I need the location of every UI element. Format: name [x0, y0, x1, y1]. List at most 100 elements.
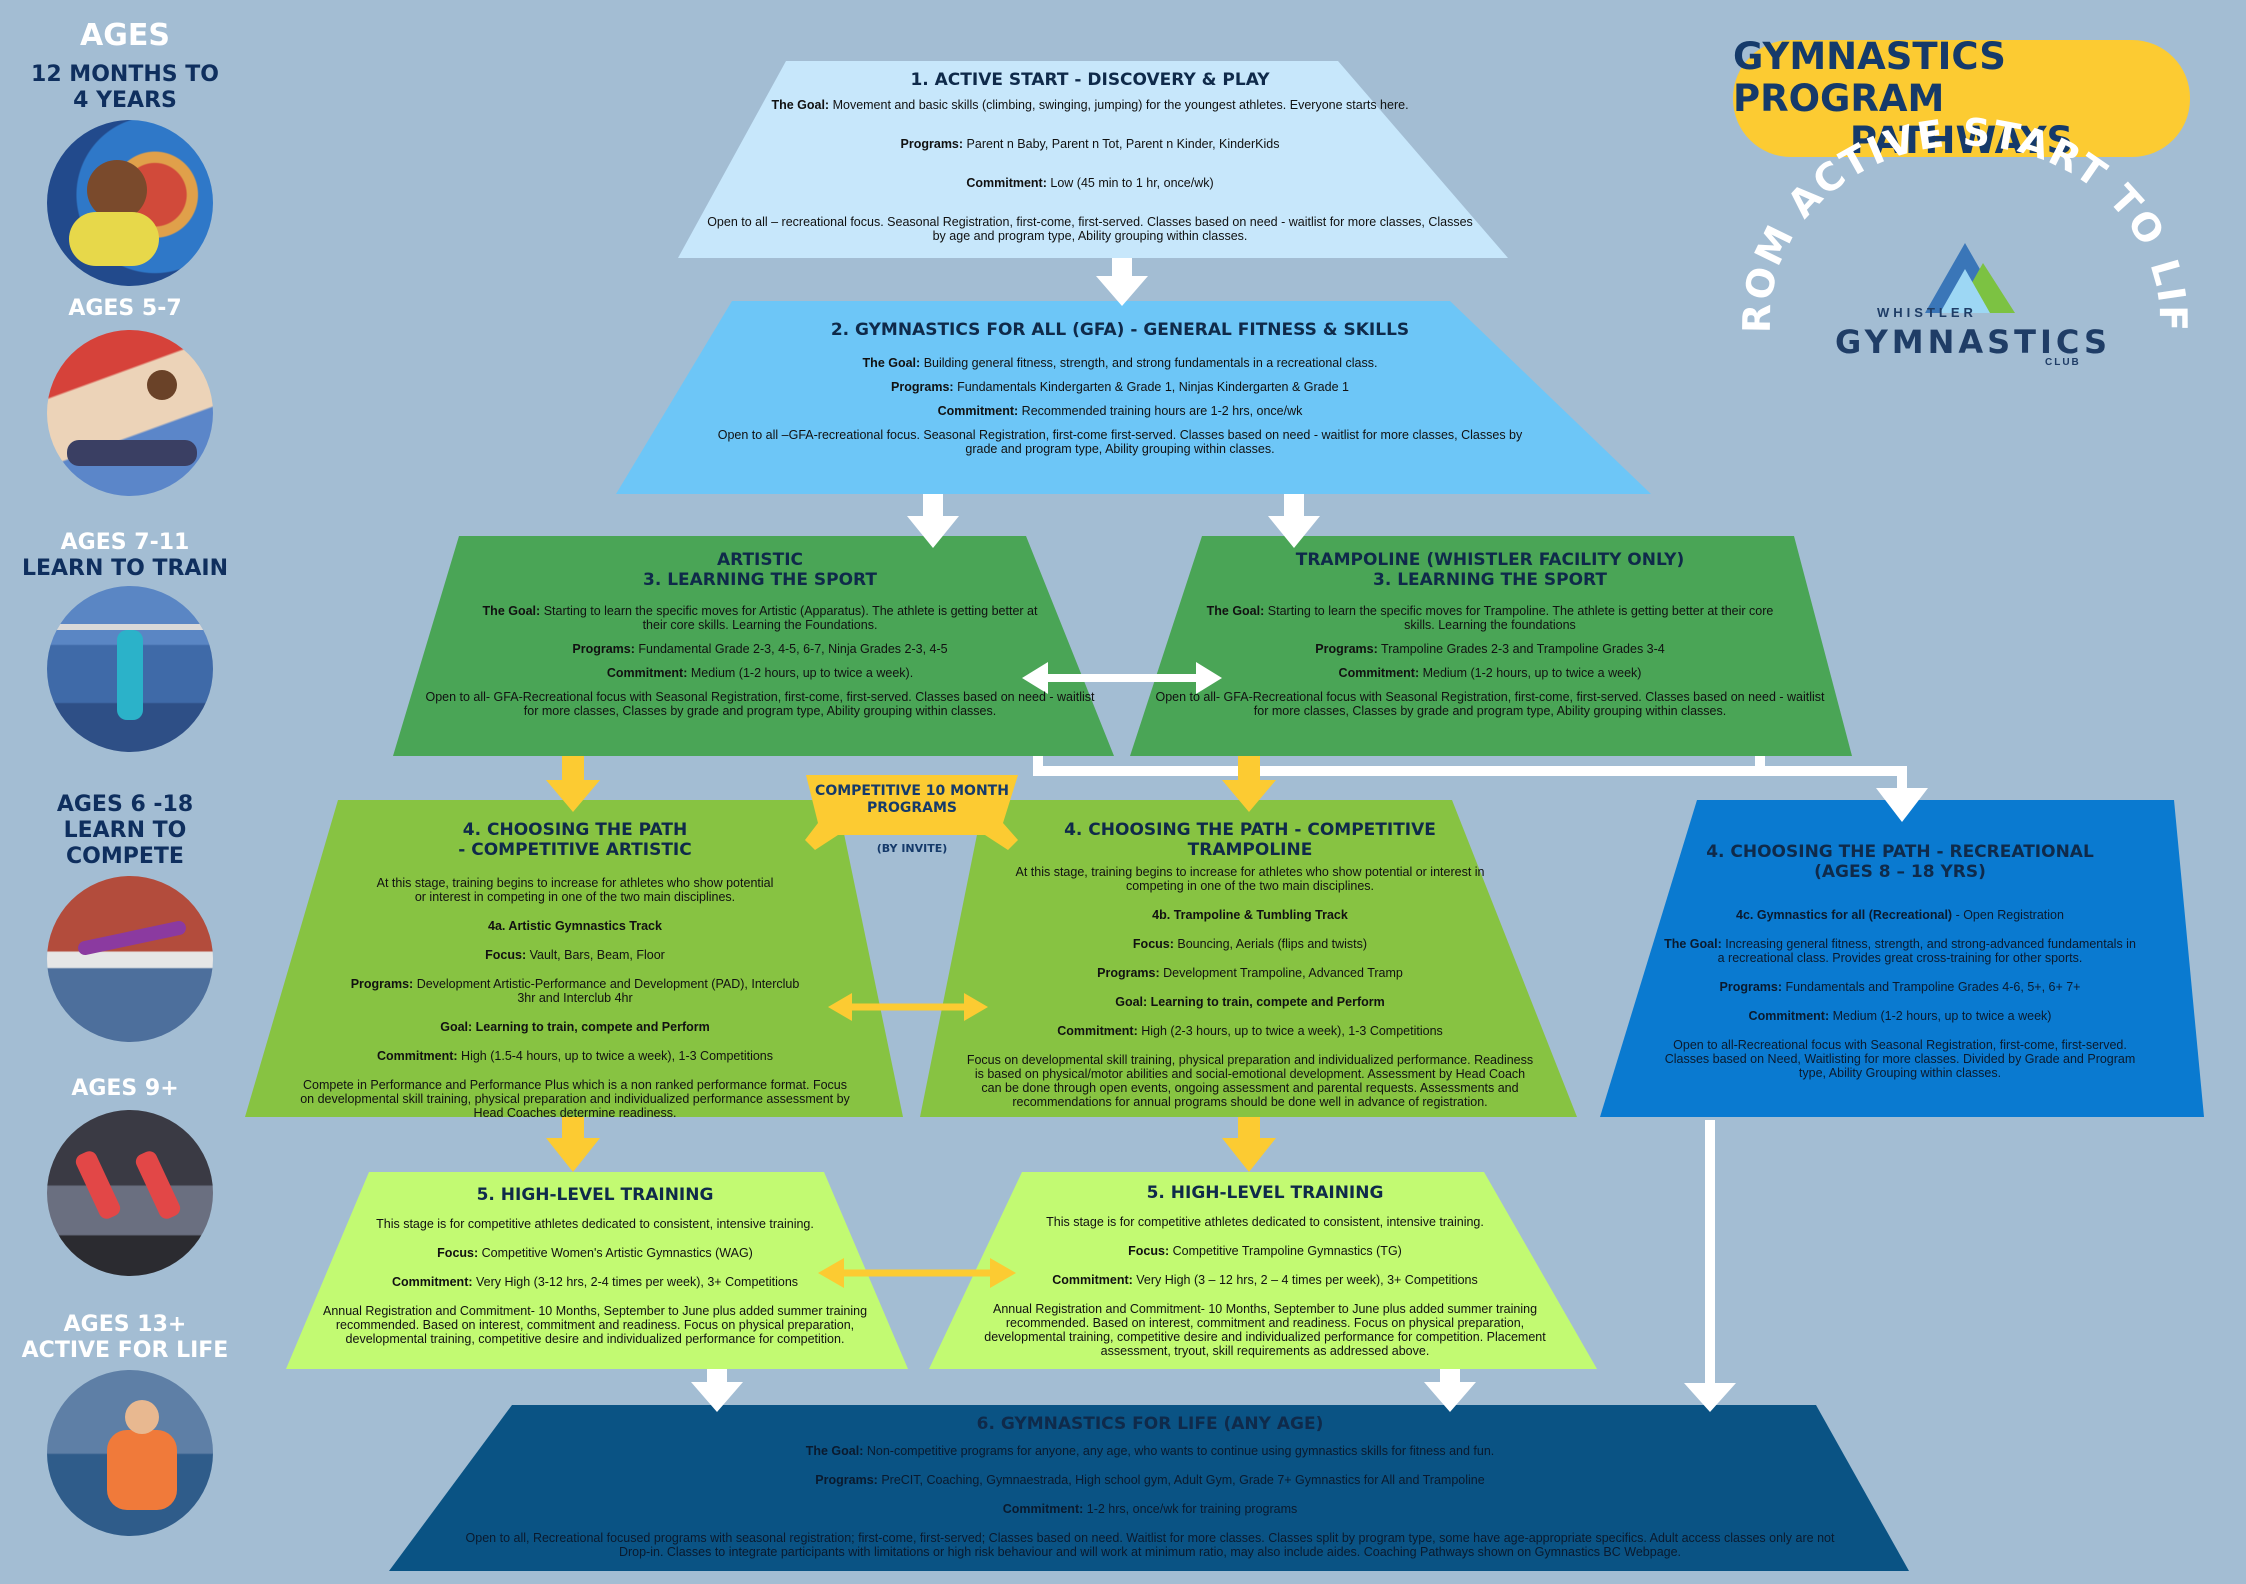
stage5b-shape — [929, 1172, 1597, 1369]
stage4a-programs: Programs: Development Artistic-Performan… — [350, 977, 800, 1005]
stage1-title: 1. ACTIVE START - DISCOVERY & PLAY — [910, 70, 1270, 90]
arrow-to-stage4c — [1876, 788, 1928, 822]
sidebar-stage-5-label: AGES 9+ — [71, 1076, 179, 1101]
stage5b-commitment: Commitment: Very High (3 – 12 hrs, 2 – 4… — [1052, 1273, 1478, 1287]
stage4b-commitment: Commitment: High (2-3 hours, up to twice… — [1057, 1024, 1443, 1038]
header-title-line1: GYMNASTICS PROGRAM — [1733, 34, 2006, 120]
stage4b-title-line1: 4. CHOOSING THE PATH - COMPETITIVE — [1064, 820, 1436, 840]
stage4a-title-line2: - COMPETITIVE ARTISTIC — [458, 840, 692, 860]
stage2-notes: Open to all –GFA-recreational focus. Sea… — [717, 428, 1523, 456]
sidebar-stage-2-label: AGES 5-7 — [68, 296, 182, 321]
stage1-commitment: Commitment: Low (45 min to 1 hr, once/wk… — [966, 176, 1214, 190]
white-down-arrows — [691, 258, 1476, 1412]
stage2-programs: Programs: Fundamentals Kindergarten & Gr… — [891, 380, 1349, 394]
stage3b-title-line1: TRAMPOLINE (WHISTLER FACILITY ONLY) — [1295, 550, 1685, 570]
stage6-box: 6. GYMNASTICS FOR LIFE (ANY AGE) The Goa… — [430, 1414, 1870, 1564]
stage3a-shape — [393, 536, 1114, 756]
stage2-commitment: Commitment: Recommended training hours a… — [937, 404, 1303, 418]
stage2-shape — [616, 301, 1651, 494]
double-arrow-stage3 — [1022, 662, 1222, 694]
stage4c-programs: Programs: Fundamentals and Trampoline Gr… — [1719, 980, 2081, 994]
stage4b-notes: Focus on developmental skill training, p… — [966, 1053, 1534, 1109]
yellow-double-arrow-stage4 — [828, 993, 988, 1021]
stage3b-notes: Open to all- GFA-Recreational focus with… — [1155, 690, 1825, 718]
stage5a-notes: Annual Registration and Commitment- 10 M… — [322, 1304, 868, 1346]
stage5b-title: 5. HIGH-LEVEL TRAINING — [1146, 1183, 1384, 1203]
header-title-line2: PATHWAYS — [1849, 118, 2074, 162]
stage3a-notes: Open to all- GFA-Recreational focus with… — [425, 690, 1095, 718]
stage3b-title-line2: 3. LEARNING THE SPORT — [1373, 570, 1607, 590]
photo-gymnast-leap — [47, 876, 213, 1042]
stage1-shape — [678, 61, 1508, 258]
stage4c-title-line1: 4. CHOOSING THE PATH - RECREATIONAL — [1706, 842, 2094, 862]
stage3b-goal: The Goal: Starting to learn the specific… — [1206, 604, 1774, 632]
stage4b-programs: Programs: Development Trampoline, Advanc… — [1097, 966, 1403, 980]
stage4c-track: 4c. Gymnastics for all (Recreational) - … — [1736, 908, 2064, 922]
header-title-pill: GYMNASTICS PROGRAM PATHWAYS — [1733, 35, 2190, 161]
stage4c-goal: The Goal: Increasing general fitness, st… — [1664, 937, 2136, 965]
stage4b-box: 4. CHOOSING THE PATH - COMPETITIVE TRAMP… — [940, 820, 1560, 1114]
logo-small-text: WHISTLER — [1877, 305, 1977, 320]
stage1-programs: Programs: Parent n Baby, Parent n Tot, P… — [900, 137, 1280, 151]
stage4a-title-line1: 4. CHOOSING THE PATH — [462, 820, 688, 840]
competitive-badge-line2: PROGRAMS — [866, 800, 958, 816]
stage4a-notes: Compete in Performance and Performance P… — [300, 1078, 850, 1120]
stage2-title: 2. GYMNASTICS FOR ALL (GFA) - GENERAL FI… — [830, 320, 1410, 340]
yellow-double-arrow-stage5 — [818, 1258, 1016, 1288]
competitive-badge-line1: COMPETITIVE 10 MONTH — [815, 783, 1009, 799]
stage4b-focus: Focus: Bouncing, Aerials (flips and twis… — [1132, 937, 1368, 951]
stage4a-goal: Goal: Learning to train, compete and Per… — [440, 1020, 710, 1034]
stage2-goal: The Goal: Building general fitness, stre… — [862, 356, 1378, 370]
yellow-down-arrows — [546, 756, 1276, 1172]
photo-kids-stretching — [47, 330, 213, 496]
stage6-commitment: Commitment: 1-2 hrs, once/wk for trainin… — [1002, 1502, 1298, 1516]
stage3a-title-line1: ARTISTIC — [716, 550, 804, 570]
stage6-title: 6. GYMNASTICS FOR LIFE (ANY AGE) — [976, 1414, 1324, 1434]
stage5b-notes: Annual Registration and Commitment- 10 M… — [984, 1302, 1546, 1358]
stage5b-focus: Focus: Competitive Trampoline Gymnastics… — [1128, 1244, 1402, 1258]
arrow-4c-to-6 — [1684, 1383, 1736, 1412]
club-logo: WHISTLER GYMNASTICS CLUB — [1815, 235, 2107, 370]
stage5a-intro: This stage is for competitive athletes d… — [376, 1217, 814, 1231]
photo-trampoline-athletes — [47, 1110, 213, 1276]
stage5a-title: 5. HIGH-LEVEL TRAINING — [476, 1185, 714, 1205]
sidebar-heading: AGES — [80, 18, 170, 53]
stage6-programs: Programs: PreCIT, Coaching, Gymnaestrada… — [815, 1473, 1485, 1487]
stage5a-box: 5. HIGH-LEVEL TRAINING This stage is for… — [290, 1185, 900, 1351]
stage4a-focus: Focus: Vault, Bars, Beam, Floor — [485, 948, 665, 962]
stage3a-title-line2: 3. LEARNING THE SPORT — [643, 570, 877, 590]
stage3a-programs: Programs: Fundamental Grade 2-3, 4-5, 6-… — [572, 642, 948, 656]
stage5b-box: 5. HIGH-LEVEL TRAINING This stage is for… — [960, 1183, 1570, 1363]
stage6-goal: The Goal: Non-competitive programs for a… — [805, 1444, 1495, 1458]
stage3b-shape — [1130, 536, 1852, 756]
stage4a-track: 4a. Artistic Gymnastics Track — [488, 919, 662, 933]
competitive-badge-sub: (BY INVITE) — [876, 842, 948, 855]
stage3b-commitment: Commitment: Medium (1-2 hours, up to twi… — [1338, 666, 1642, 680]
stage3b-box: TRAMPOLINE (WHISTLER FACILITY ONLY) 3. L… — [1150, 550, 1830, 723]
stage4a-commitment: Commitment: High (1.5-4 hours, up to twi… — [377, 1049, 773, 1063]
stage5a-focus: Focus: Competitive Women's Artistic Gymn… — [437, 1246, 753, 1260]
stage3a-commitment: Commitment: Medium (1-2 hours, up to twi… — [606, 666, 914, 680]
stage4c-commitment: Commitment: Medium (1-2 hours, up to twi… — [1748, 1009, 2052, 1023]
competitive-badge: COMPETITIVE 10 MONTH PROGRAMS — [812, 783, 1012, 817]
stage1-notes: Open to all – recreational focus. Season… — [707, 215, 1473, 243]
logo-big-text: GYMNASTICS — [1835, 323, 2112, 361]
stage4c-box: 4. CHOOSING THE PATH - RECREATIONAL (AGE… — [1650, 842, 2150, 1085]
stage4a-intro: At this stage, training begins to increa… — [376, 876, 774, 904]
stage3a-box: ARTISTIC 3. LEARNING THE SPORT The Goal:… — [420, 550, 1100, 723]
stage5b-intro: This stage is for competitive athletes d… — [1046, 1215, 1484, 1229]
photo-girl-on-bar — [47, 586, 213, 752]
stage5a-shape — [286, 1172, 908, 1369]
stage4b-title-line2: TRAMPOLINE — [1187, 840, 1313, 860]
photo-toddler-in-tunnel — [47, 120, 213, 286]
stage4b-goal: Goal: Learning to train, compete and Per… — [1115, 995, 1385, 1009]
stage6-shape — [389, 1405, 1909, 1571]
stage4b-track: 4b. Trampoline & Tumbling Track — [1152, 908, 1348, 922]
stage4c-title-line2: (AGES 8 – 18 YRS) — [1814, 862, 1986, 882]
mountain-icon — [1925, 243, 2015, 313]
photo-adults-class — [47, 1370, 213, 1536]
stage2-box: 2. GYMNASTICS FOR ALL (GFA) - GENERAL FI… — [700, 320, 1540, 461]
